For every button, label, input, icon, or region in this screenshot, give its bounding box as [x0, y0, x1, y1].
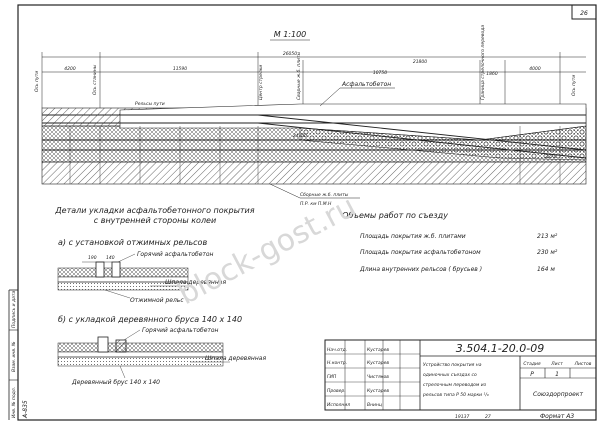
vlabel-slabs: Сварные ж.б. плиты	[296, 51, 302, 100]
stamp-stage: Р	[530, 371, 534, 378]
dim-5: 10750	[373, 70, 387, 76]
vlabel-axis-right: Ось пути	[571, 75, 577, 96]
stamp-desc-4: рельсов типа Р 50 марки ¹/₉	[422, 392, 489, 398]
volumes-title: Объемы работ по съезду	[342, 211, 448, 220]
stamp-role-1: Нач.отд.	[327, 347, 347, 353]
footer-format: Формат А3	[540, 413, 574, 420]
slabs-callout: Сборные ж.б. плиты	[300, 192, 349, 198]
detail-b-hot-asphalt: Горячий асфальтобетон	[142, 327, 219, 334]
margin-label-sign: Подпись и дата	[11, 290, 17, 328]
stamp-name-2: Кустарев	[367, 360, 389, 366]
footer-number: 19137	[455, 414, 469, 420]
track-plan: 4200 11590 26050 21800 10750 1860 4000 О…	[34, 25, 587, 207]
dim-1: 4200	[64, 66, 76, 72]
stamp-sheet-head: Лист	[550, 361, 563, 367]
asphalt-callout: Асфальтобетон	[341, 81, 391, 88]
right-dim: 2270	[545, 154, 557, 160]
detail-b-tie: Шпала деревянная	[205, 355, 266, 362]
stamp-sheet: 1	[555, 371, 559, 378]
volumes-row-3-value: 164 м	[537, 266, 555, 273]
volumes-row-2-value: 230 м²	[537, 249, 558, 256]
dim-4: 21800	[413, 59, 427, 65]
stamp-desc-2: одиночных съездах со	[423, 373, 477, 378]
stamp-sheets-head: Листов	[574, 361, 592, 367]
dim-7: 4000	[529, 66, 541, 72]
detail-a-title: а) с установкой отжимных рельсов	[58, 238, 207, 247]
stamp-desc-3: стрелочным переводом из	[423, 383, 487, 388]
stamp-name-4: Кустарев	[367, 388, 389, 394]
detail-a-dim-1: 190	[88, 255, 97, 261]
bottom-dim: 24100	[293, 133, 307, 139]
rails-callout: Рельсы пути	[135, 101, 165, 107]
footer-page: 27	[485, 414, 491, 420]
stamp-stage-head: Стадия	[523, 361, 541, 367]
stamp-code: 3.504.1-20.0-09	[456, 342, 544, 355]
detail-b-beam: Деревянный брус 140 х 140	[71, 379, 160, 386]
volumes-row-1-label: Площадь покрытия ж.б. плитами	[360, 233, 466, 240]
detail-b: б) с укладкой деревянного бруса 140 х 14…	[57, 315, 266, 386]
stamp-role-5: Исполнил	[327, 402, 350, 408]
left-margin: Взам. инв. № Подпись и дата Инв. № подл.…	[8, 289, 29, 420]
volumes-row-2-label: Площадь покрытия асфальтобетоном	[360, 249, 481, 256]
detail-a-hot-asphalt: Горячий асфальтобетон	[137, 251, 214, 258]
volumes-row-3-label: Длина внутренних рельсов ( брусьев )	[359, 266, 482, 273]
detail-a: а) с установкой отжимных рельсов 190 140…	[57, 238, 226, 304]
stamp-org: Союздорпроект	[533, 391, 583, 398]
details-title-1: Детали укладки асфальтобетонного покрыти…	[54, 206, 254, 215]
title-block	[324, 339, 597, 411]
stamp-name-1: Кустарев	[367, 347, 389, 353]
stamp-role-2: Н.контр.	[327, 360, 347, 366]
vlabel-switch-center: Центр стрелки	[258, 65, 264, 100]
details-title-2: с внутренней стороны колеи	[94, 216, 216, 225]
detail-a-rail: Отжимной рельс	[130, 297, 184, 304]
sheet-number: 26	[580, 10, 588, 17]
stamp-name-5: Внинц	[367, 402, 382, 408]
scale-label: М 1:100	[274, 30, 307, 39]
stamp-name-3: Чистяков	[367, 374, 389, 380]
dim-2: 11590	[173, 66, 187, 72]
detail-a-tie: Шпала деревянная	[165, 279, 226, 286]
margin-label-inv: Инв. № подл.	[11, 387, 17, 418]
stamp-role-3: ГИП	[327, 374, 337, 380]
detail-a-dim-2: 140	[106, 255, 115, 261]
vlabel-frame-axis: Ось станины	[92, 64, 98, 95]
stamp-desc-1: Устройство покрытия на	[423, 362, 482, 368]
stamp-role-4: Провер.	[327, 388, 346, 394]
dim-3: 26050	[283, 51, 297, 57]
margin-label-replace: Взам. инв. №	[11, 341, 17, 372]
slabs-callout-sub: П.Р. км П.М.Н	[300, 201, 332, 207]
sheet-frame	[17, 4, 597, 421]
detail-b-title: б) с укладкой деревянного бруса 140 х 14…	[58, 315, 242, 324]
sheet-number-box	[571, 4, 597, 20]
volumes-row-1-value: 213 м²	[537, 233, 558, 240]
volumes-block: Объемы работ по съезду Площадь покрытия …	[342, 211, 558, 273]
margin-code: А-835	[22, 400, 29, 419]
vlabel-switch-border: Граница стрелочного перевода	[480, 25, 486, 100]
vlabel-axis-left: Ось пути	[34, 71, 40, 92]
dim-6: 1860	[486, 71, 498, 77]
